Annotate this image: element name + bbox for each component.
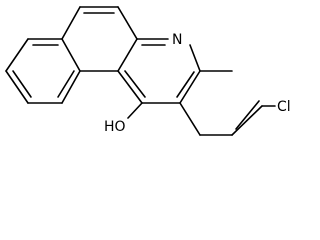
- double-bond-inner-c2: [176, 71, 195, 98]
- bond-c3: [179, 70, 201, 104]
- pyridine-ring-c: [117, 38, 201, 104]
- chain-bond-1: [179, 102, 201, 136]
- chain-double-bond-inner: [235, 100, 260, 130]
- bond-b3: [117, 6, 138, 40]
- chlorine-label: Cl: [277, 99, 291, 115]
- middle-ring-b: [61, 6, 138, 72]
- benzene-ring-a: [5, 38, 81, 104]
- hydroxyl-label: HO: [104, 119, 126, 135]
- double-bond-inner-c3: [124, 70, 146, 98]
- bond-c5: [117, 70, 143, 104]
- bond-a6: [5, 70, 29, 104]
- bond-a1: [5, 38, 29, 72]
- bond-b4: [117, 38, 138, 72]
- bond-a4: [61, 70, 81, 104]
- bond-a3: [61, 38, 81, 72]
- double-bond-inner-a2: [12, 70, 32, 98]
- nitrogen-label: N: [172, 32, 182, 48]
- bond-c2: [189, 44, 201, 72]
- double-bond-inner-a3: [57, 70, 75, 98]
- bond-b1: [61, 6, 81, 40]
- chemical-structure-diagram: N HO Cl: [5, 6, 291, 136]
- hydroxyl-bond: [127, 102, 143, 119]
- substituents: [127, 70, 276, 136]
- chain-double-bond-outer: [231, 105, 263, 136]
